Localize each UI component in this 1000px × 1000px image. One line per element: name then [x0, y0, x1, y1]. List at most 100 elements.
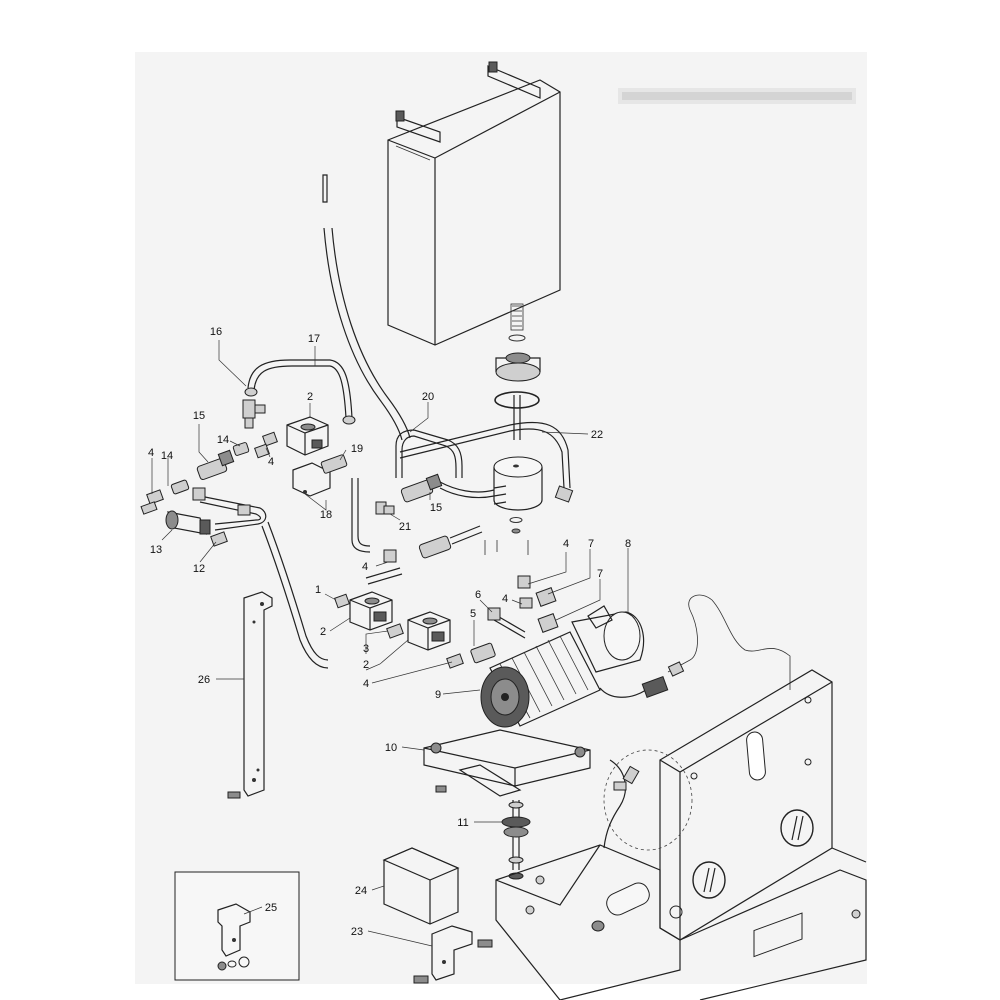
- callout-17: 17: [308, 333, 320, 345]
- mount-top-washer: [508, 801, 524, 809]
- valve-lower-left-cap: [364, 597, 380, 605]
- pump-motor-shaft: [501, 693, 509, 701]
- callout-14-lower: 14: [161, 450, 173, 462]
- callout-4-pump: 4: [563, 538, 569, 550]
- check-valve-15-centre: [400, 473, 495, 503]
- frame-emblem-upper: [780, 809, 814, 847]
- fitting-14-lower: [170, 479, 190, 495]
- flow-meter-nut: [511, 528, 521, 534]
- tank-base-cap: [495, 362, 541, 382]
- frame-hole-1: [690, 772, 698, 780]
- callout-2-left: 2: [320, 626, 326, 638]
- frame-slot: [746, 731, 766, 781]
- probe-cable-plug: [667, 661, 685, 677]
- fitting-1: [334, 593, 350, 609]
- redacted-header-text: [622, 92, 852, 100]
- callout-26: 26: [198, 674, 210, 686]
- mount-nut: [508, 856, 524, 864]
- capacitor-box: [382, 847, 460, 925]
- tank-base-cap-top: [505, 352, 531, 364]
- callout-20: 20: [422, 391, 434, 403]
- capacitor-bracket: [431, 925, 473, 981]
- bracket-10-grommet-left: [430, 742, 442, 754]
- callout-15-upper: 15: [193, 410, 205, 422]
- callout-9: 9: [435, 689, 441, 701]
- callout-4-upper: 4: [268, 456, 274, 468]
- pipe-17-nut-left: [244, 387, 258, 397]
- water-tank: [387, 61, 561, 440]
- frame-emblem-lower: [692, 861, 726, 899]
- strip-hole-3: [256, 768, 260, 772]
- pump-motor: [480, 631, 601, 728]
- mounting-strip: [243, 591, 273, 797]
- frame-detail-sensor: [613, 781, 627, 791]
- detail-inset-frame: [174, 871, 300, 981]
- tank-handle-cap-right: [488, 61, 498, 73]
- mount-rubber-top: [501, 816, 531, 828]
- frame-detail-circle: [603, 749, 693, 851]
- leader-lines: [151, 340, 629, 947]
- callout-22: 22: [591, 429, 603, 441]
- nut-7-upper: [535, 587, 557, 607]
- valve-lower-right-connector: [431, 631, 445, 642]
- valve-upper-coil-cap: [300, 423, 316, 431]
- pipe-12-nut: [210, 531, 228, 547]
- hose-4-centre: [365, 567, 403, 585]
- callout-25: 25: [265, 902, 277, 914]
- anti-vibration-mount: [501, 800, 531, 880]
- tank-valve-spring: [510, 303, 524, 331]
- bracket-18-screw: [303, 490, 307, 494]
- pipe-17: [244, 359, 356, 425]
- callout-14-upper: 14: [217, 434, 229, 446]
- bracket-23-screw-right: [477, 939, 493, 948]
- bracket-10-screw: [435, 785, 447, 793]
- probe-cable: [667, 594, 791, 690]
- pump-head: [571, 605, 645, 673]
- switch-13-nut: [199, 519, 211, 535]
- callout-5: 5: [470, 608, 476, 620]
- base-bolt-1: [535, 875, 545, 885]
- callout-2-upper: 2: [307, 391, 313, 403]
- callout-8: 8: [625, 538, 631, 550]
- elbow-4-mid: [383, 549, 397, 563]
- fitting-4-pump-upper: [517, 575, 531, 589]
- valve-upper-connector: [311, 439, 323, 449]
- callout-24: 24: [355, 885, 367, 897]
- pump-bracket: [423, 729, 591, 797]
- bracket-18: [292, 462, 331, 497]
- bracket-25-hole: [232, 938, 236, 942]
- base-sensor-body: [606, 882, 650, 916]
- bracket-23-screw-left: [413, 975, 429, 984]
- solenoid-valve-lower-left: [349, 591, 393, 631]
- pump-cable: [599, 687, 647, 698]
- elbow-4-lower: [446, 653, 464, 669]
- callout-10: 10: [385, 742, 397, 754]
- bracket-25-nut-a: [217, 961, 227, 971]
- nut-7-lower: [537, 613, 559, 633]
- strip-screw: [227, 791, 241, 799]
- callout-4-centre: 4: [362, 561, 368, 573]
- strip-hole-top: [260, 602, 264, 606]
- check-valve-15-upper: [196, 449, 235, 481]
- callout-12: 12: [193, 563, 205, 575]
- callout-1: 1: [315, 584, 321, 596]
- valve-lower-left-connector: [373, 611, 387, 622]
- pump-head-face: [603, 611, 641, 661]
- fitting-3: [386, 623, 404, 639]
- base-sensor-nut: [591, 920, 605, 932]
- tank-washer: [508, 334, 526, 342]
- bracket-25-nut-b: [238, 956, 250, 968]
- fitting-4-pump-lower: [519, 597, 533, 609]
- elbow-4-left: [140, 489, 164, 515]
- callout-6: 6: [475, 589, 481, 601]
- left-drain-hose: [261, 525, 329, 669]
- strip-hole-1: [252, 620, 256, 624]
- bracket-23-hole: [442, 960, 446, 964]
- pipe-12: [192, 487, 267, 547]
- base-bolt-3: [525, 905, 535, 915]
- callout-4-fitting: 4: [502, 593, 508, 605]
- base-plate-slot: [753, 912, 803, 958]
- callout-21: 21: [399, 521, 411, 533]
- callout-7-upper: 7: [588, 538, 594, 550]
